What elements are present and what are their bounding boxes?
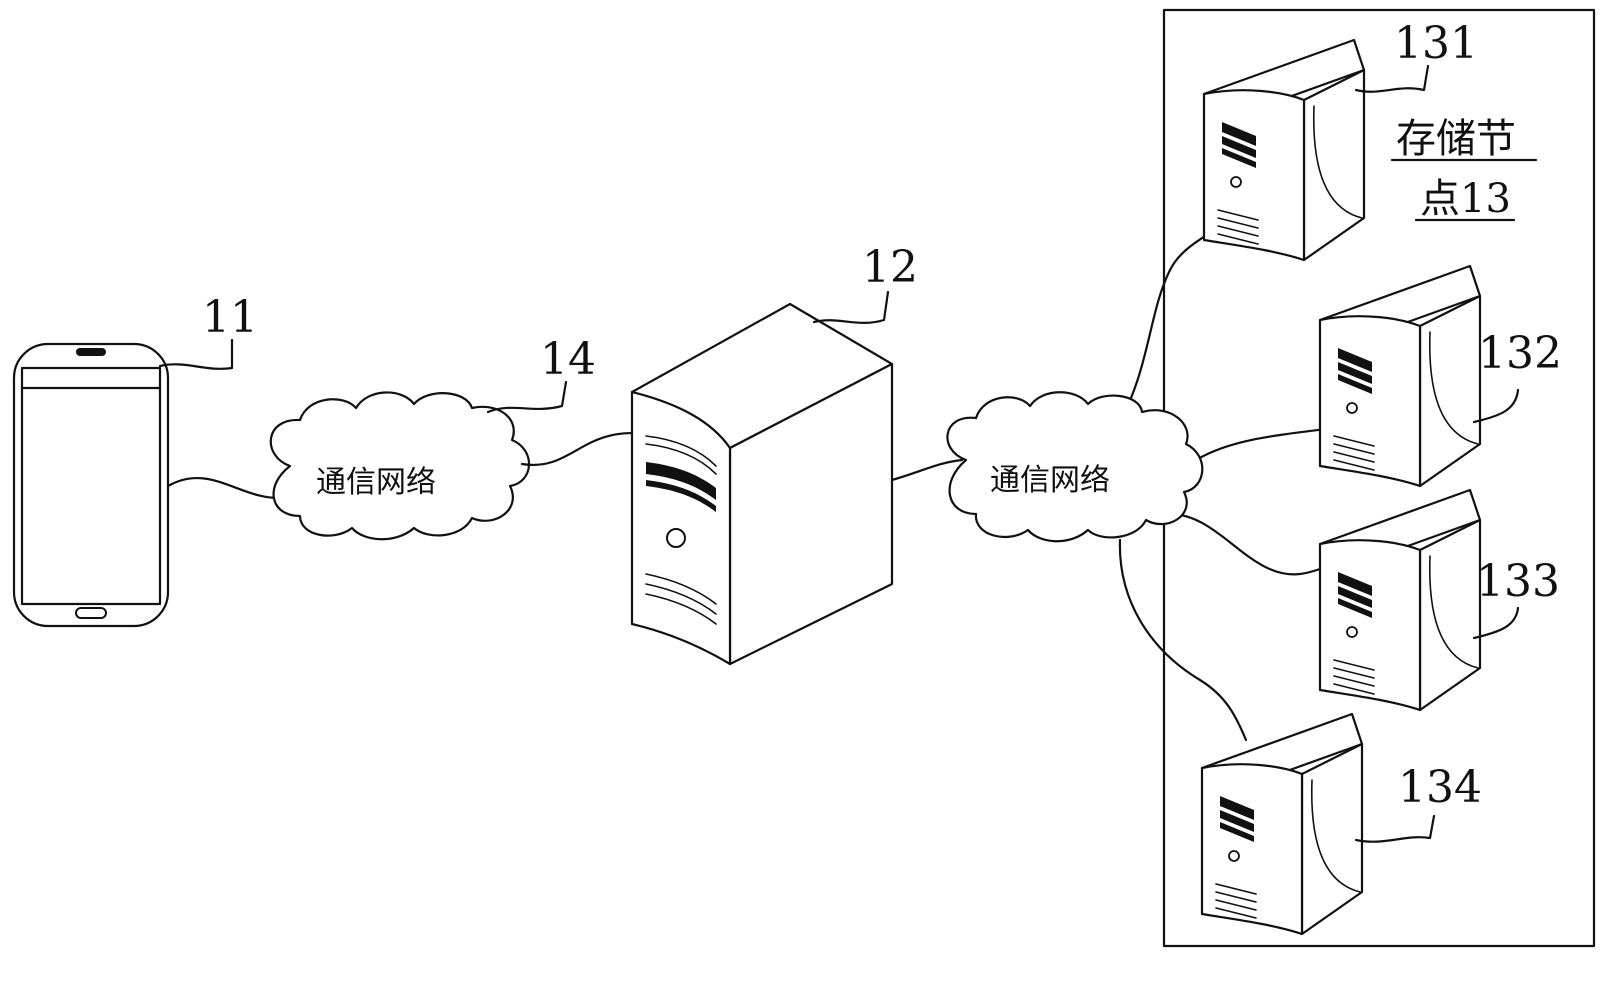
label-leader-12: [812, 290, 890, 324]
mobile-terminal-icon: [12, 342, 170, 628]
label-leader-134: [1354, 814, 1436, 843]
communication-network-cloud-left: 通信网络: [269, 391, 531, 541]
label-leader-14: [486, 380, 568, 414]
link-storage-134: [1118, 538, 1248, 742]
link-network-server: [520, 431, 648, 467]
label-node-131: 131: [1394, 18, 1478, 69]
network-cloud-label-left: 通信网络: [316, 465, 436, 500]
label-leader-131: [1354, 64, 1430, 93]
storage-server-134-icon: [1200, 712, 1364, 936]
storage-server-131-icon: [1202, 38, 1366, 262]
label-server: 12: [862, 242, 918, 293]
label-node-133: 133: [1476, 556, 1560, 607]
storage-node-title-line2: 点13: [1420, 176, 1511, 222]
network-cloud-label-right: 通信网络: [990, 463, 1110, 498]
label-node-132: 132: [1478, 328, 1562, 379]
link-storage-132: [1194, 426, 1336, 462]
link-storage-131: [1122, 228, 1216, 416]
storage-node-title-line1: 存储节: [1396, 116, 1516, 162]
label-leader-11: [158, 338, 234, 370]
link-terminal-network: [166, 476, 284, 500]
label-leader-133: [1472, 606, 1520, 640]
storage-server-133-icon: [1318, 488, 1482, 712]
label-terminal: 11: [202, 292, 258, 343]
server-icon: [630, 302, 894, 666]
link-storage-133: [1168, 512, 1336, 576]
label-node-134: 134: [1398, 762, 1482, 813]
link-server-storage-network: [890, 458, 964, 482]
label-leader-132: [1472, 388, 1520, 424]
communication-network-cloud-right: 通信网络: [946, 391, 1204, 543]
label-network: 14: [540, 334, 596, 385]
storage-server-132-icon: [1318, 264, 1482, 488]
